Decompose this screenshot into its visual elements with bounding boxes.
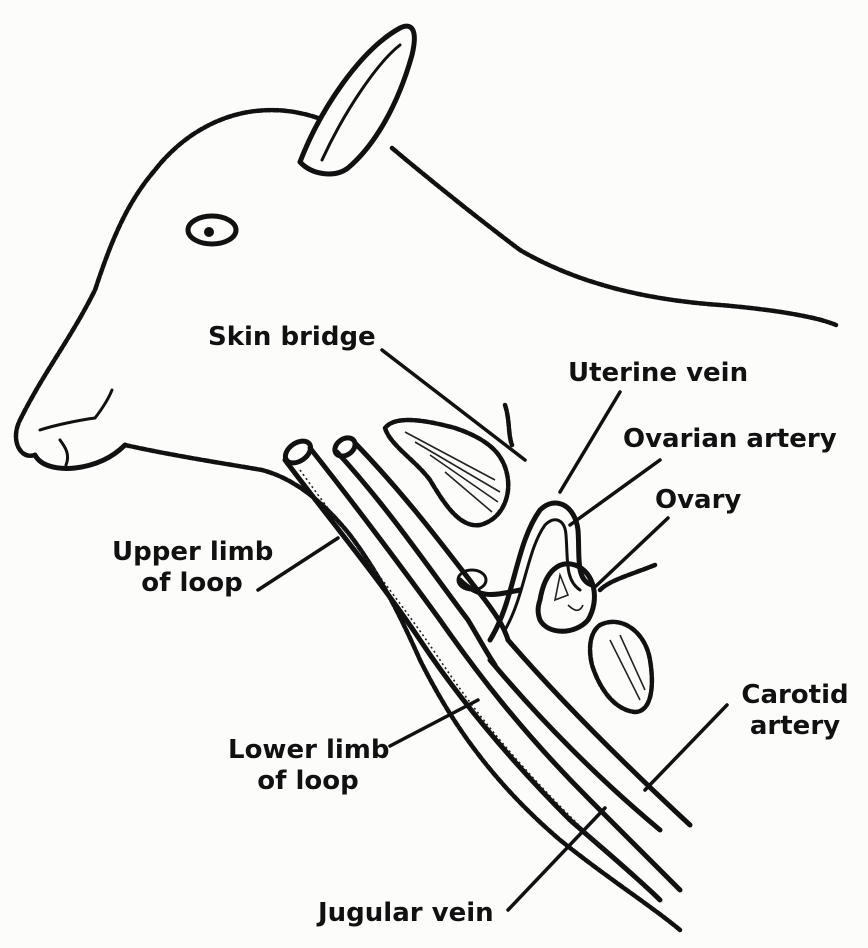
head-outline bbox=[16, 110, 318, 456]
label-uterine-vein: Uterine vein bbox=[568, 358, 748, 389]
lower-tube-opening bbox=[331, 434, 358, 460]
muzzle bbox=[35, 445, 125, 468]
leader-carotid bbox=[645, 705, 727, 790]
label-upper-limb: Upper limb of loop bbox=[112, 537, 272, 599]
carotid-wall-2 bbox=[508, 640, 690, 825]
jaw-outline bbox=[125, 445, 680, 930]
mouth bbox=[40, 390, 112, 430]
skin-bridge-edge bbox=[505, 405, 512, 445]
label-lower-limb: Lower limb of loop bbox=[228, 735, 388, 797]
label-upper-limb-line2: of loop bbox=[112, 568, 272, 599]
label-carotid-line2: artery bbox=[730, 711, 860, 742]
neck-top-outline bbox=[392, 148, 836, 325]
leader-uterine-vein bbox=[560, 392, 620, 492]
label-jugular-vein: Jugular vein bbox=[318, 898, 494, 929]
lip bbox=[60, 440, 68, 465]
label-ovary: Ovary bbox=[655, 485, 741, 516]
ovary-body bbox=[538, 564, 594, 631]
ovary-side-edge bbox=[600, 565, 655, 590]
carotid-wall-1 bbox=[490, 660, 660, 830]
leader-jugular bbox=[508, 808, 605, 910]
leader-ovarian-artery bbox=[570, 460, 660, 525]
label-skin-bridge: Skin bridge bbox=[208, 322, 376, 353]
ovary-detail bbox=[555, 575, 583, 610]
label-lower-limb-line1: Lower limb bbox=[228, 735, 388, 766]
label-upper-limb-line1: Upper limb bbox=[112, 537, 272, 568]
lower-flap-hatch bbox=[610, 635, 645, 700]
label-carotid-artery: Carotid artery bbox=[730, 680, 860, 742]
label-lower-limb-line2: of loop bbox=[228, 766, 388, 797]
label-ovarian-artery: Ovarian artery bbox=[623, 424, 837, 455]
label-carotid-line1: Carotid bbox=[730, 680, 860, 711]
pupil bbox=[204, 227, 214, 237]
